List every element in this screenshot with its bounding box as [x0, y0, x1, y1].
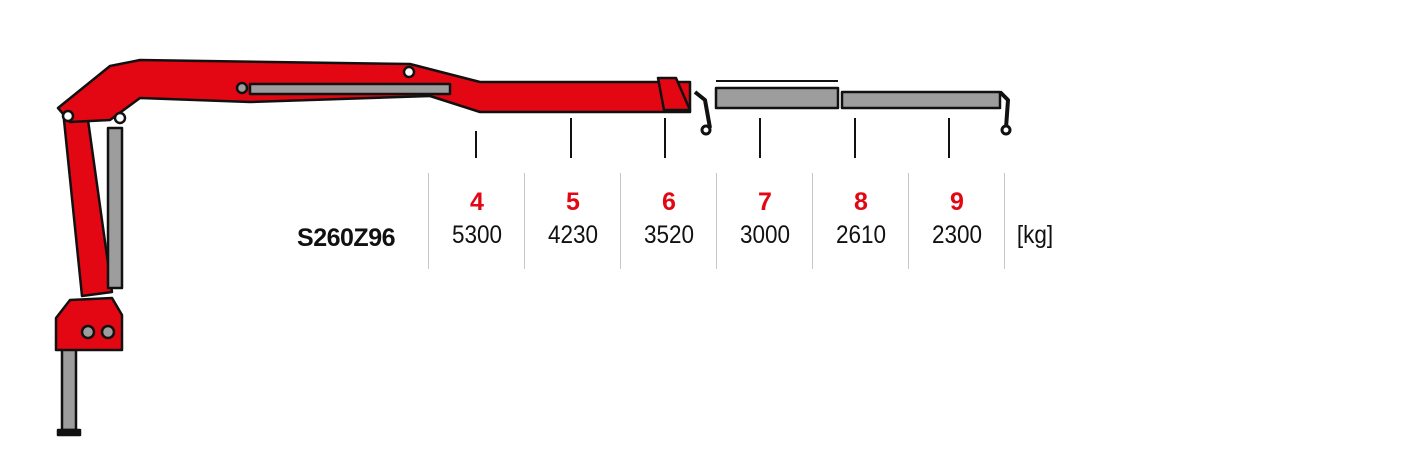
column-cylinder: [106, 126, 124, 290]
load-value: 4230: [547, 221, 599, 249]
load-column: 6 3520: [620, 173, 717, 269]
boom-cylinder: [248, 82, 452, 96]
load-value: 3520: [643, 221, 695, 249]
unit-label: [kg]: [1016, 221, 1054, 249]
reach-label: 9: [950, 188, 964, 216]
load-column: 7 3000: [716, 173, 813, 269]
load-value: 2300: [931, 221, 983, 249]
boom-extension-1: [714, 86, 840, 110]
reach-label: 5: [566, 188, 580, 216]
load-value: 2610: [835, 221, 887, 249]
crane-base: [54, 296, 124, 352]
model-name: S260Z96: [297, 224, 395, 252]
unit-column: [kg]: [1004, 173, 1065, 269]
load-column: 4 5300: [428, 173, 525, 269]
boom-extension-2: [840, 90, 1002, 110]
reach-label: 8: [854, 188, 868, 216]
reach-ticks: [475, 118, 950, 158]
load-value: 5300: [451, 221, 503, 249]
load-column: 9 2300: [908, 173, 1005, 269]
support-foot: [56, 428, 82, 437]
load-column: 8 2610: [812, 173, 909, 269]
reach-label: 4: [470, 188, 484, 216]
reach-label: 7: [758, 188, 772, 216]
load-column: 5 4230: [524, 173, 621, 269]
crane-column: [62, 118, 114, 298]
reach-label: 6: [662, 188, 676, 216]
load-value: 3000: [739, 221, 791, 249]
